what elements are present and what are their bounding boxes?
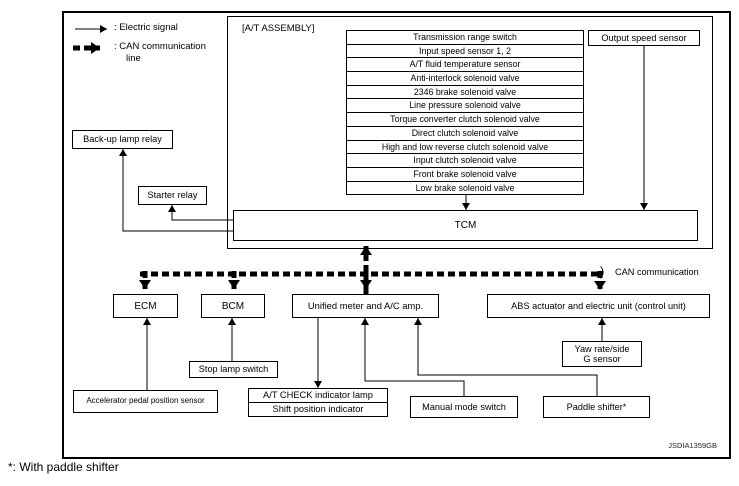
- connector-tcm-to-backup-lamp-relay: [119, 149, 233, 232]
- tcm-box: TCM: [233, 210, 698, 241]
- can-bus-end-brace-icon: ): [600, 264, 605, 279]
- at-check-lamp-box: A/T CHECK indicator lamp: [248, 388, 388, 403]
- signal-row: A/T fluid temperature sensor: [347, 57, 583, 71]
- can-communication-label: CAN communication: [615, 267, 699, 277]
- signal-row: High and low reverse clutch solenoid val…: [347, 139, 583, 154]
- signal-row: Front brake solenoid valve: [347, 166, 583, 181]
- stop-lamp-switch-box: Stop lamp switch: [189, 361, 278, 378]
- legend-electric-signal-label: : Electric signal: [114, 22, 178, 33]
- signal-row: Anti-interlock solenoid valve: [347, 71, 583, 85]
- legend-can-label-line2: line: [126, 53, 141, 64]
- shift-position-box: Shift position indicator: [248, 402, 388, 417]
- connector-paddle-shifter-to-unified-meter: [414, 318, 598, 396]
- signal-row: 2346 brake solenoid valve: [347, 84, 583, 99]
- at-assembly-frame: [227, 16, 713, 249]
- connector-tcm-to-starter-relay: [168, 205, 233, 221]
- signal-row: Input clutch solenoid valve: [347, 153, 583, 167]
- abs-unit-box: ABS actuator and electric unit (control …: [487, 294, 710, 318]
- signal-row: Direct clutch solenoid valve: [347, 125, 583, 140]
- at-assembly-label: [A/T ASSEMBLY]: [242, 23, 315, 34]
- connector-manual-mode-switch-to-unified-meter: [361, 318, 465, 396]
- at-signal-list: Transmission range switch Input speed se…: [346, 30, 584, 196]
- yaw-sensor-box: Yaw rate/side: [574, 343, 630, 354]
- diagram-border: [62, 11, 731, 459]
- ecm-box: ECM: [113, 294, 178, 318]
- signal-row: Line pressure solenoid valve: [347, 98, 583, 112]
- legend-can-label-line1: : CAN communication: [114, 41, 206, 52]
- yaw-sensor-label-line2: G sensor: [583, 354, 621, 364]
- bcm-box: BCM: [201, 294, 265, 318]
- starter-relay-box: Starter relay: [138, 186, 207, 205]
- signal-row: Transmission range switch: [413, 32, 517, 42]
- backup-lamp-relay-box: Back-up lamp relay: [72, 130, 173, 149]
- signal-row: Low brake solenoid valve: [347, 180, 583, 195]
- signal-row: Input speed sensor 1, 2: [347, 43, 583, 58]
- manual-mode-switch-box: Manual mode switch: [410, 396, 518, 418]
- accelerator-pedal-box: Accelerator pedal position sensor: [73, 390, 218, 413]
- signal-row: Torque converter clutch solenoid valve: [347, 112, 583, 126]
- footnote: *: With paddle shifter: [8, 460, 119, 474]
- paddle-shifter-box: Paddle shifter*: [543, 396, 650, 418]
- unified-meter-box: Unified meter and A/C amp.: [292, 294, 439, 318]
- output-speed-sensor-box: Output speed sensor: [588, 30, 700, 46]
- figure-id: JSDIA1359GB: [668, 441, 717, 450]
